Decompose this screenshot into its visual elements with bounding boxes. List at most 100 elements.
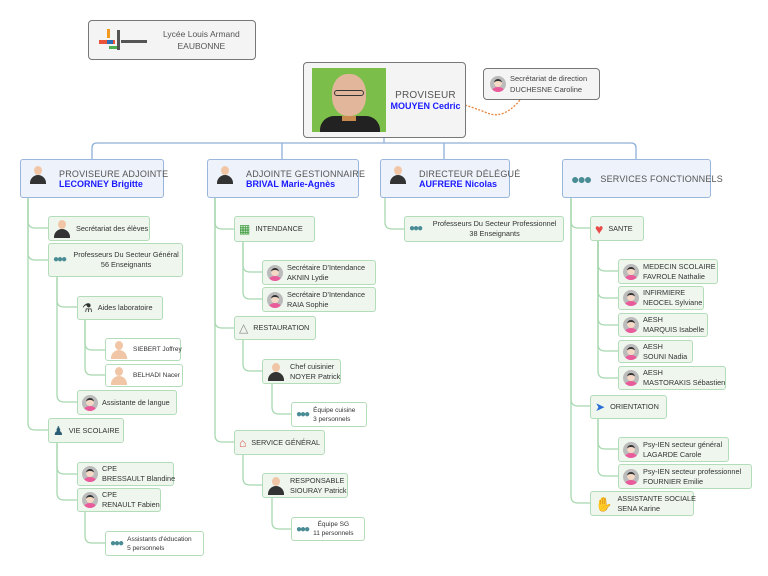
connector-line	[570, 197, 590, 504]
person-icon	[110, 366, 128, 385]
group-icon: ●●●	[571, 170, 592, 187]
microscope-icon: ⚗	[82, 301, 93, 315]
proviseur-node[interactable]: PROVISEUR MOUYEN Cedric	[303, 62, 466, 138]
female-avatar-icon	[623, 441, 639, 458]
connector-line	[56, 277, 77, 308]
header-title: DIRECTEUR DÉLÉGUÉ	[419, 168, 521, 179]
node-label: INFIRMIERE	[643, 288, 686, 297]
header-name: LECORNEY Brigitte	[59, 178, 143, 189]
secretariat-direction-node[interactable]: Secrétariat de direction DUCHESNE Caroli…	[483, 68, 600, 100]
person-icon	[110, 340, 128, 359]
connector-line	[84, 319, 105, 376]
node-label: Secrétaire D'Intendance	[287, 262, 366, 272]
school-logo	[99, 27, 151, 53]
team-icon: ●●●	[296, 523, 310, 535]
node-restauration[interactable]: △RESTAURATION	[234, 316, 316, 340]
node-sublabel: FAVROLE Nathalie	[643, 271, 705, 281]
node-secretariat-eleves[interactable]: Secrétariat des élèves	[48, 216, 150, 241]
header-title: ADJOINTE GESTIONNAIRE	[246, 168, 366, 179]
connector-line	[597, 240, 618, 299]
woman-avatar-icon	[216, 165, 238, 192]
node-aides-laboratoire[interactable]: ⚗ Aides laboratoire	[77, 296, 163, 320]
person-icon	[267, 362, 285, 381]
heart-icon: ♥	[595, 220, 604, 237]
school-logo-box: Lycée Louis Armand EAUBONNE	[88, 20, 256, 60]
connector-line	[214, 197, 234, 443]
node-label: CPE	[102, 490, 118, 499]
header-title: PROVISEURE ADJOINTE	[59, 168, 169, 179]
connector-line	[27, 197, 48, 431]
node-label: INTENDANCE	[255, 224, 303, 233]
connector-line	[271, 384, 291, 415]
node-label: AESH	[643, 341, 663, 351]
node-sublabel: MARQUIS Isabelle	[643, 325, 705, 334]
node-sublabel: SENA Karine	[617, 503, 661, 513]
node-label: Équipe cuisine	[313, 406, 356, 414]
female-avatar-icon	[490, 76, 506, 92]
node-belhadi[interactable]: BELHADI Nacer	[105, 364, 183, 387]
connector-line	[271, 498, 291, 530]
school-name: Lycée Louis Armand	[163, 29, 240, 39]
node-label: AESH	[643, 368, 663, 377]
female-avatar-icon	[82, 492, 98, 508]
connector-line	[570, 197, 590, 229]
connector-line	[214, 197, 234, 329]
node-sublabel: NEOCEL Sylviane	[643, 298, 703, 307]
node-intendance[interactable]: ▦INTENDANCE	[234, 216, 315, 242]
node-sublabel: 38 Enseignants	[469, 229, 520, 238]
node-sublabel: 56 Enseignants	[100, 260, 152, 269]
node-sublabel: RAIA Sophie	[287, 299, 329, 309]
secretariat-direction-title: Secrétariat de direction	[510, 74, 588, 83]
proviseur-photo	[312, 68, 386, 132]
female-avatar-icon	[623, 468, 639, 485]
node-service-general[interactable]: ⌂SERVICE GÉNÉRAL	[234, 430, 325, 455]
connector-line	[27, 197, 48, 229]
node-sublabel: RENAULT Fabien	[102, 500, 160, 509]
header-services-fonctionnels[interactable]: ●●● SERVICES FONCTIONNELS	[562, 159, 723, 198]
house-leaf-icon: ⌂	[239, 435, 247, 450]
node-sublabel: SIOURAY Patrick	[290, 485, 347, 495]
node-label: Aides laboratoire	[97, 303, 153, 312]
cloche-icon: △	[239, 321, 249, 335]
connector-line	[91, 137, 637, 159]
node-sublabel: FOURNIER Emilie	[643, 476, 703, 486]
node-sante[interactable]: ♥SANTE	[590, 216, 644, 241]
connector-line	[56, 442, 77, 475]
node-sublabel: MASTORAKIS Sébastien	[643, 378, 726, 387]
node-label: Assistants d'éducation	[127, 535, 192, 543]
secretariat-direction-name: DUCHESNE Caroline	[510, 85, 583, 94]
connector-line	[242, 242, 262, 300]
node-assistante-langue[interactable]: Assistante de langue	[77, 390, 177, 415]
header-title: SERVICES FONCTIONNELS	[600, 173, 723, 184]
node-sublabel: 3 personnels	[313, 415, 351, 423]
proviseur-name: MOUYEN Cedric	[390, 100, 461, 111]
female-avatar-icon	[623, 343, 639, 360]
node-vie-scolaire[interactable]: ♟VIE SCOLAIRE	[48, 418, 124, 443]
connector-line	[597, 240, 618, 379]
node-siebert[interactable]: SIEBERT Joffrey	[105, 338, 182, 361]
person-icon	[267, 476, 285, 495]
node-orientation[interactable]: ➤ORIENTATION	[590, 395, 667, 419]
